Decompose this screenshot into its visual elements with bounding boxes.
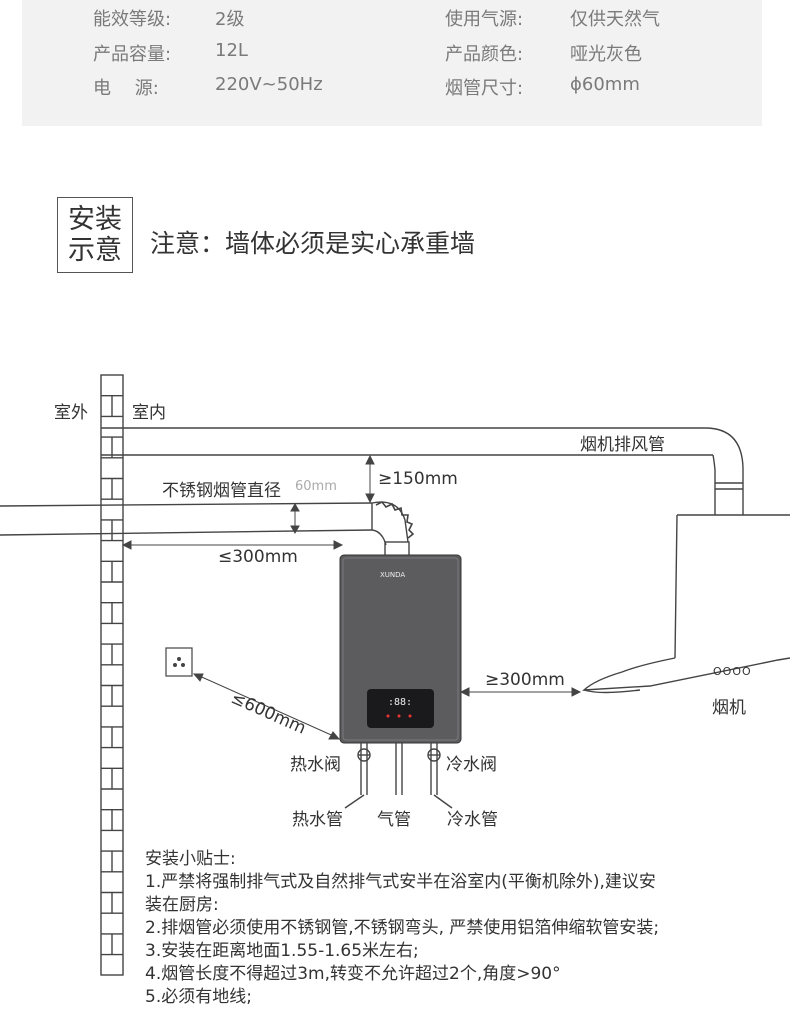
heater-brand: XUNDA	[380, 571, 406, 579]
label-indoor: 室内	[132, 403, 166, 423]
spec-flue-label: 烟管尺寸:	[445, 78, 524, 99]
label-hot-pipe: 热水管	[292, 810, 343, 830]
label-hot-valve: 热水阀	[290, 755, 341, 775]
spec-gas-value: 仅供天然气	[570, 9, 660, 30]
dimension-600-socket	[192, 673, 341, 740]
badge-line-1: 安装	[68, 204, 122, 235]
spec-power-label: 电 源:	[93, 78, 159, 99]
spec-panel	[22, 0, 762, 126]
heater-pipes	[344, 743, 453, 809]
label-cold-pipe: 冷水管	[447, 810, 498, 830]
install-tips: 安装小贴士: 1.严禁将强制排气式及自然排气式安半在浴室内(平衡机除外),建议安…	[145, 848, 765, 1009]
spec-power-value: 220V~50Hz	[215, 74, 323, 95]
label-outdoor: 室外	[54, 403, 88, 423]
hood-buttons: OOOO	[713, 665, 752, 678]
spec-flue-value: ϕ60mm	[570, 74, 640, 95]
install-diagram-badge: 安装 示意	[57, 197, 133, 273]
flue-pipe	[0, 500, 415, 557]
spec-gas-label: 使用气源:	[445, 9, 524, 30]
label-flue-diameter: 60mm	[295, 479, 337, 494]
wall-notice: 注意：墙体必须是实心承重墙	[150, 229, 476, 258]
range-hood	[582, 514, 790, 694]
spec-energy-value: 2级	[215, 9, 245, 30]
tips-item-1: 1.严禁将强制排气式及自然排气式安半在浴室内(平衡机除外),建议安	[145, 872, 656, 892]
label-hood: 烟机	[712, 698, 746, 718]
dimension-300-wall	[121, 540, 344, 550]
label-300-hood: ≥300mm	[485, 670, 565, 690]
tips-item-2: 2.排烟管必须使用不锈钢管,不锈钢弯头, 严禁使用铝箔伸缩软管安装;	[145, 918, 660, 938]
label-gas-pipe: 气管	[377, 810, 411, 830]
wall	[100, 374, 124, 976]
label-150: ≥150mm	[378, 469, 458, 489]
dimension-300-hood	[459, 687, 582, 697]
tips-item-1-cont: 装在厨房:	[145, 895, 219, 915]
spec-color-value: 哑光灰色	[570, 44, 642, 65]
label-cold-valve: 冷水阀	[446, 755, 497, 775]
badge-line-2: 示意	[68, 235, 122, 266]
power-socket	[165, 647, 193, 677]
spec-capacity-label: 产品容量:	[93, 44, 172, 65]
water-heater	[339, 554, 462, 744]
spec-capacity-value: 12L	[215, 40, 248, 61]
heater-display: :88:	[388, 697, 413, 708]
dimension-150	[365, 454, 375, 504]
hood-exhaust-duct	[101, 427, 744, 515]
tips-title: 安装小贴士:	[145, 849, 236, 869]
tips-item-4: 4.烟管长度不得超过3m,转变不允许超过2个,角度>90°	[145, 964, 561, 984]
label-flue-pipe: 不锈钢烟管直径	[162, 481, 281, 501]
spec-energy-label: 能效等级:	[93, 9, 172, 30]
label-300-wall: ≤300mm	[218, 547, 298, 567]
dimension-flue-diameter	[290, 502, 300, 535]
label-hood-duct: 烟机排风管	[580, 435, 665, 455]
tips-item-5: 5.必须有地线;	[145, 987, 252, 1007]
spec-color-label: 产品颜色:	[445, 44, 524, 65]
tips-item-3: 3.安装在距离地面1.55-1.65米左右;	[145, 941, 419, 961]
